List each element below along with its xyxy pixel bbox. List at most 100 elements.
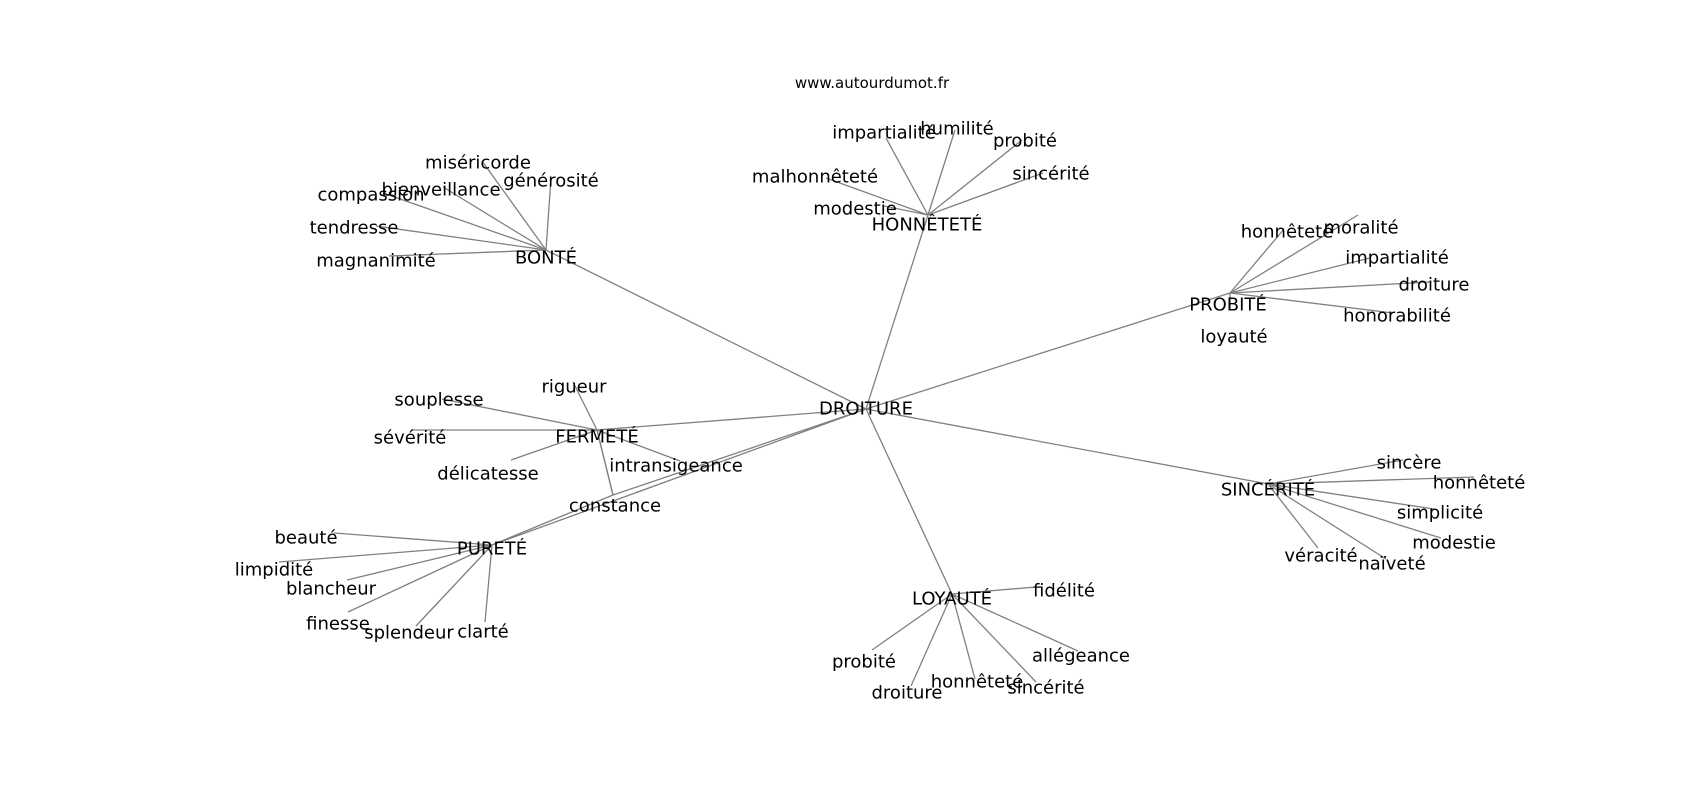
leaf-node-label: compassion bbox=[317, 185, 424, 206]
leaf-node-label: rigueur bbox=[541, 377, 607, 398]
edge-cluster-leaf bbox=[825, 177, 929, 216]
cluster-node-label: PROBITÉ bbox=[1189, 294, 1267, 316]
leaf-node-label: impartialité bbox=[832, 123, 936, 144]
leaf-node-label: malhonnêteté bbox=[752, 167, 878, 188]
leaf-node-label: constance bbox=[569, 496, 661, 517]
edge-cluster-leaf bbox=[572, 381, 598, 431]
leaf-node-label: simplicité bbox=[1397, 503, 1483, 524]
edge-center-cluster bbox=[865, 292, 1231, 410]
edge-center-cluster bbox=[865, 214, 929, 410]
edge-cluster-leaf bbox=[951, 586, 1037, 595]
edge-layer bbox=[278, 129, 1475, 687]
leaf-node-label: sincérité bbox=[1012, 164, 1089, 185]
leaf-node-label: clarté bbox=[457, 622, 508, 643]
edge-cluster-leaf bbox=[278, 544, 493, 563]
edge-cluster-leaf bbox=[1229, 257, 1371, 294]
cluster-node-label: PURETÉ bbox=[457, 538, 527, 560]
leaf-node-label: tendresse bbox=[310, 218, 399, 239]
edge-center-cluster bbox=[491, 408, 867, 546]
edge-cluster-leaf bbox=[951, 593, 1037, 683]
leaf-node-label: loyauté bbox=[1200, 327, 1267, 348]
leaf-node-label: véracité bbox=[1284, 546, 1357, 567]
edge-cluster-leaf bbox=[382, 192, 547, 251]
leaf-node-label: blancheur bbox=[286, 579, 377, 600]
leaf-node-label: droiture bbox=[872, 683, 943, 704]
edge-cluster-leaf bbox=[441, 398, 598, 431]
leaf-node-label: droiture bbox=[1399, 275, 1470, 296]
leaf-node-label: naïveté bbox=[1358, 554, 1425, 575]
edge-cluster-leaf bbox=[951, 593, 1079, 652]
leaf-node-label: magnanimité bbox=[316, 251, 436, 272]
leaf-node-label: sévérité bbox=[374, 428, 447, 449]
edge-cross-link bbox=[491, 494, 614, 546]
cluster-node-label: HONNÊTETÉ bbox=[872, 214, 983, 236]
leaf-node-label: sincère bbox=[1377, 453, 1442, 474]
edge-cluster-leaf bbox=[885, 137, 929, 216]
leaf-node-label: intransigeance bbox=[609, 456, 743, 477]
edge-cluster-leaf bbox=[951, 593, 976, 680]
edge-cluster-leaf bbox=[442, 186, 547, 251]
leaf-node-label: probité bbox=[832, 652, 896, 673]
edge-cluster-leaf bbox=[545, 177, 552, 251]
edge-center-cluster bbox=[865, 408, 953, 595]
edge-cluster-leaf bbox=[596, 429, 681, 462]
edge-cluster-leaf bbox=[1229, 214, 1359, 294]
leaf-node-label: souplesse bbox=[394, 390, 483, 411]
edge-cluster-leaf bbox=[927, 129, 956, 216]
edge-cluster-leaf bbox=[1267, 483, 1442, 539]
leaf-node-label: impartialité bbox=[1345, 248, 1449, 269]
edge-cluster-leaf bbox=[1229, 292, 1394, 314]
edge-cluster-leaf bbox=[346, 544, 493, 581]
edge-cross-link bbox=[596, 429, 614, 496]
leaf-node-label: humilité bbox=[920, 119, 994, 140]
leaf-node-label: splendeur bbox=[364, 623, 454, 644]
edge-cluster-leaf bbox=[388, 249, 547, 257]
edge-cluster-leaf bbox=[927, 139, 1023, 216]
leaf-node-label: délicatesse bbox=[437, 464, 538, 485]
edge-cluster-leaf bbox=[910, 593, 953, 687]
leaf-node-label: bienveillance bbox=[381, 180, 500, 201]
edge-center-cluster bbox=[596, 408, 867, 431]
edge-cluster-leaf bbox=[927, 172, 1044, 216]
edge-cross-link bbox=[612, 408, 867, 496]
leaf-node-label: sincérité bbox=[1007, 678, 1084, 699]
edge-cluster-leaf bbox=[883, 205, 929, 216]
leaf-node-label: moralité bbox=[1323, 218, 1398, 239]
leaf-node-label: honnêteté bbox=[931, 672, 1024, 693]
edge-cluster-leaf bbox=[510, 429, 598, 461]
label-layer: DROITUREHONNÊTETÉimpartialitéhumilitépro… bbox=[235, 119, 1526, 704]
leaf-node-label: honnêteté bbox=[1433, 473, 1526, 494]
edge-cluster-leaf bbox=[347, 544, 493, 613]
leaf-node-label: fidélité bbox=[1033, 581, 1095, 602]
leaf-node-label: générosité bbox=[503, 171, 599, 192]
edge-cluster-leaf bbox=[1229, 228, 1285, 294]
edge-cluster-leaf bbox=[1267, 483, 1387, 560]
edge-cluster-leaf bbox=[1229, 281, 1431, 294]
cluster-node-label: LOYAUTÉ bbox=[912, 588, 992, 610]
leaf-node-label: modestie bbox=[1412, 533, 1496, 554]
leaf-node-label: probité bbox=[993, 131, 1057, 152]
leaf-node-label: modestie bbox=[813, 199, 897, 220]
leaf-node-label: miséricorde bbox=[425, 153, 531, 174]
leaf-node-label: finesse bbox=[306, 614, 370, 635]
edge-center-cluster bbox=[865, 408, 1269, 485]
leaf-node-label: limpidité bbox=[235, 560, 314, 581]
cluster-node-label: BONTÉ bbox=[515, 247, 577, 269]
leaf-node-label: allégeance bbox=[1032, 646, 1130, 667]
edge-cluster-leaf bbox=[1267, 459, 1404, 485]
leaf-node-label: honorabilité bbox=[1343, 306, 1451, 327]
site-url: www.autourdumot.fr bbox=[795, 74, 950, 92]
edge-cluster-leaf bbox=[1267, 483, 1319, 549]
edge-cluster-leaf bbox=[1267, 483, 1435, 510]
center-node-label: DROITURE bbox=[819, 399, 913, 420]
edge-cluster-leaf bbox=[1267, 476, 1475, 485]
edge-cluster-leaf bbox=[333, 532, 493, 546]
edge-cluster-leaf bbox=[871, 593, 953, 651]
edge-cluster-leaf bbox=[375, 225, 547, 251]
leaf-node-label: beauté bbox=[274, 528, 337, 549]
cluster-node-label: SINCÉRITÉ bbox=[1221, 479, 1315, 501]
edge-cluster-leaf bbox=[481, 160, 547, 251]
leaf-node-label: honnêteté bbox=[1241, 222, 1334, 243]
edge-cluster-leaf bbox=[415, 544, 493, 627]
